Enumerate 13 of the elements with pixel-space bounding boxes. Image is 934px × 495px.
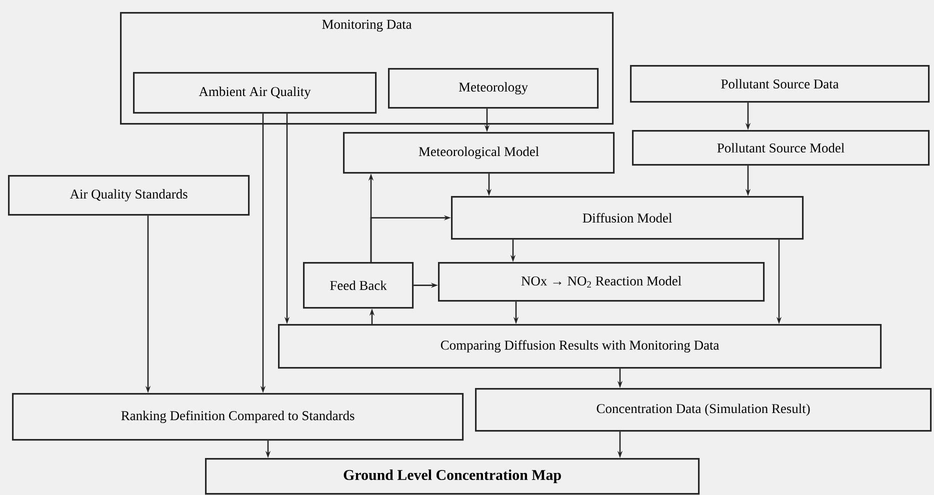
process-box: Ambient Air Quality — [133, 72, 377, 114]
process-box: Pollutant Source Model — [632, 130, 930, 166]
process-box: Meteorology — [388, 68, 599, 109]
process-box: Concentration Data (Simulation Result) — [475, 388, 932, 432]
process-box: Air Quality Standards — [8, 175, 250, 216]
process-box: NOx → NO$_{2}$ Reaction Model — [438, 262, 765, 302]
process-box: Ranking Definition Compared to Standards — [12, 393, 464, 441]
process-box: Meteorological Model — [343, 132, 615, 174]
process-box: Diffusion Model — [451, 196, 804, 240]
process-box: Pollutant Source Data — [630, 65, 930, 103]
process-box: Comparing Diffusion Results with Monitoring Data — [278, 324, 882, 369]
process-box: Feed Back — [303, 262, 414, 309]
result-box: Ground Level Concentration Map — [205, 458, 700, 495]
